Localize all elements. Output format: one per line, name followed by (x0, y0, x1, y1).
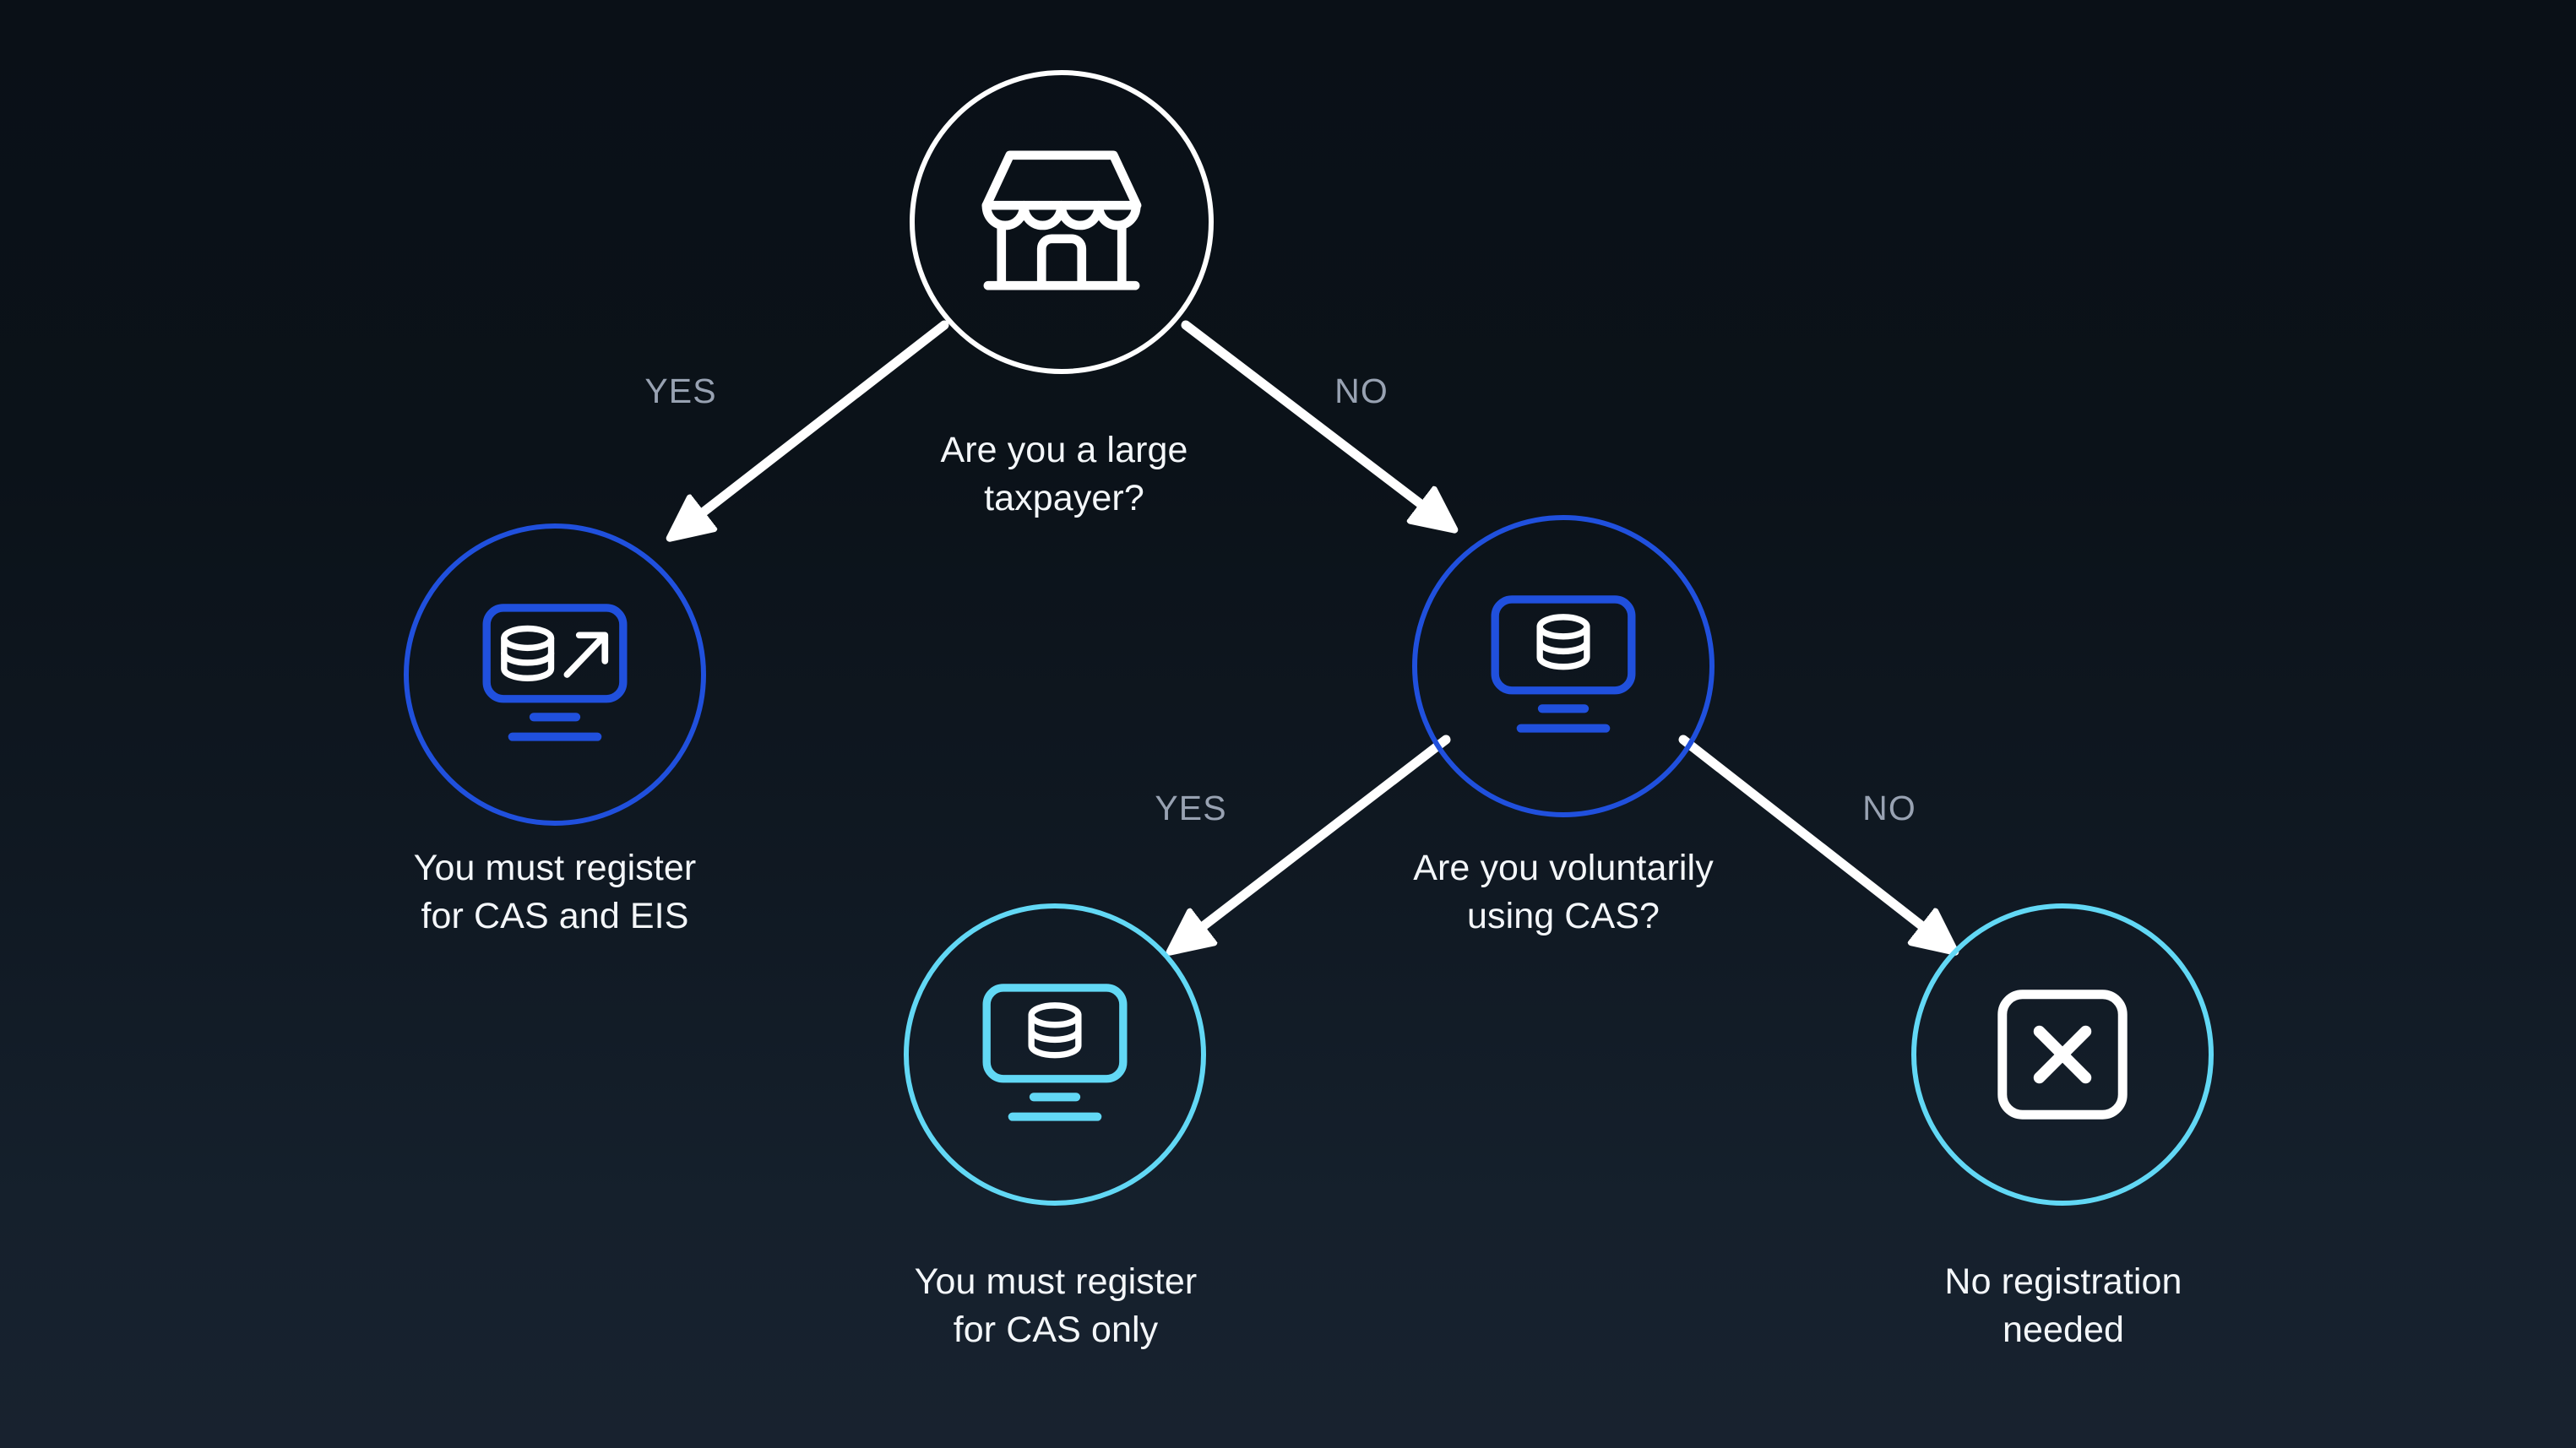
monitor-database-icon (1481, 592, 1646, 740)
storefront-icon (977, 142, 1146, 302)
edge-label-voluntary-yes: YES (1155, 789, 1227, 827)
edge-voluntary-no (1678, 735, 1949, 947)
edge-label-root-yes: YES (644, 371, 717, 410)
monitor-database-icon (972, 980, 1138, 1129)
edge-root-no (1181, 320, 1448, 525)
node-voluntary[interactable] (1412, 515, 1715, 817)
node-cas-only[interactable] (904, 903, 1206, 1206)
node-root[interactable] (910, 70, 1214, 374)
node-cas-eis[interactable] (404, 523, 706, 826)
edge-voluntary-yes (1176, 735, 1451, 947)
edge-root-yes (676, 320, 949, 534)
monitor-database-growth-icon (472, 600, 638, 749)
node-no-registration[interactable] (1911, 903, 2214, 1206)
edge-label-root-no: NO (1334, 371, 1389, 410)
edge-label-voluntary-no: NO (1862, 789, 1916, 827)
x-square-icon (1992, 984, 2133, 1125)
